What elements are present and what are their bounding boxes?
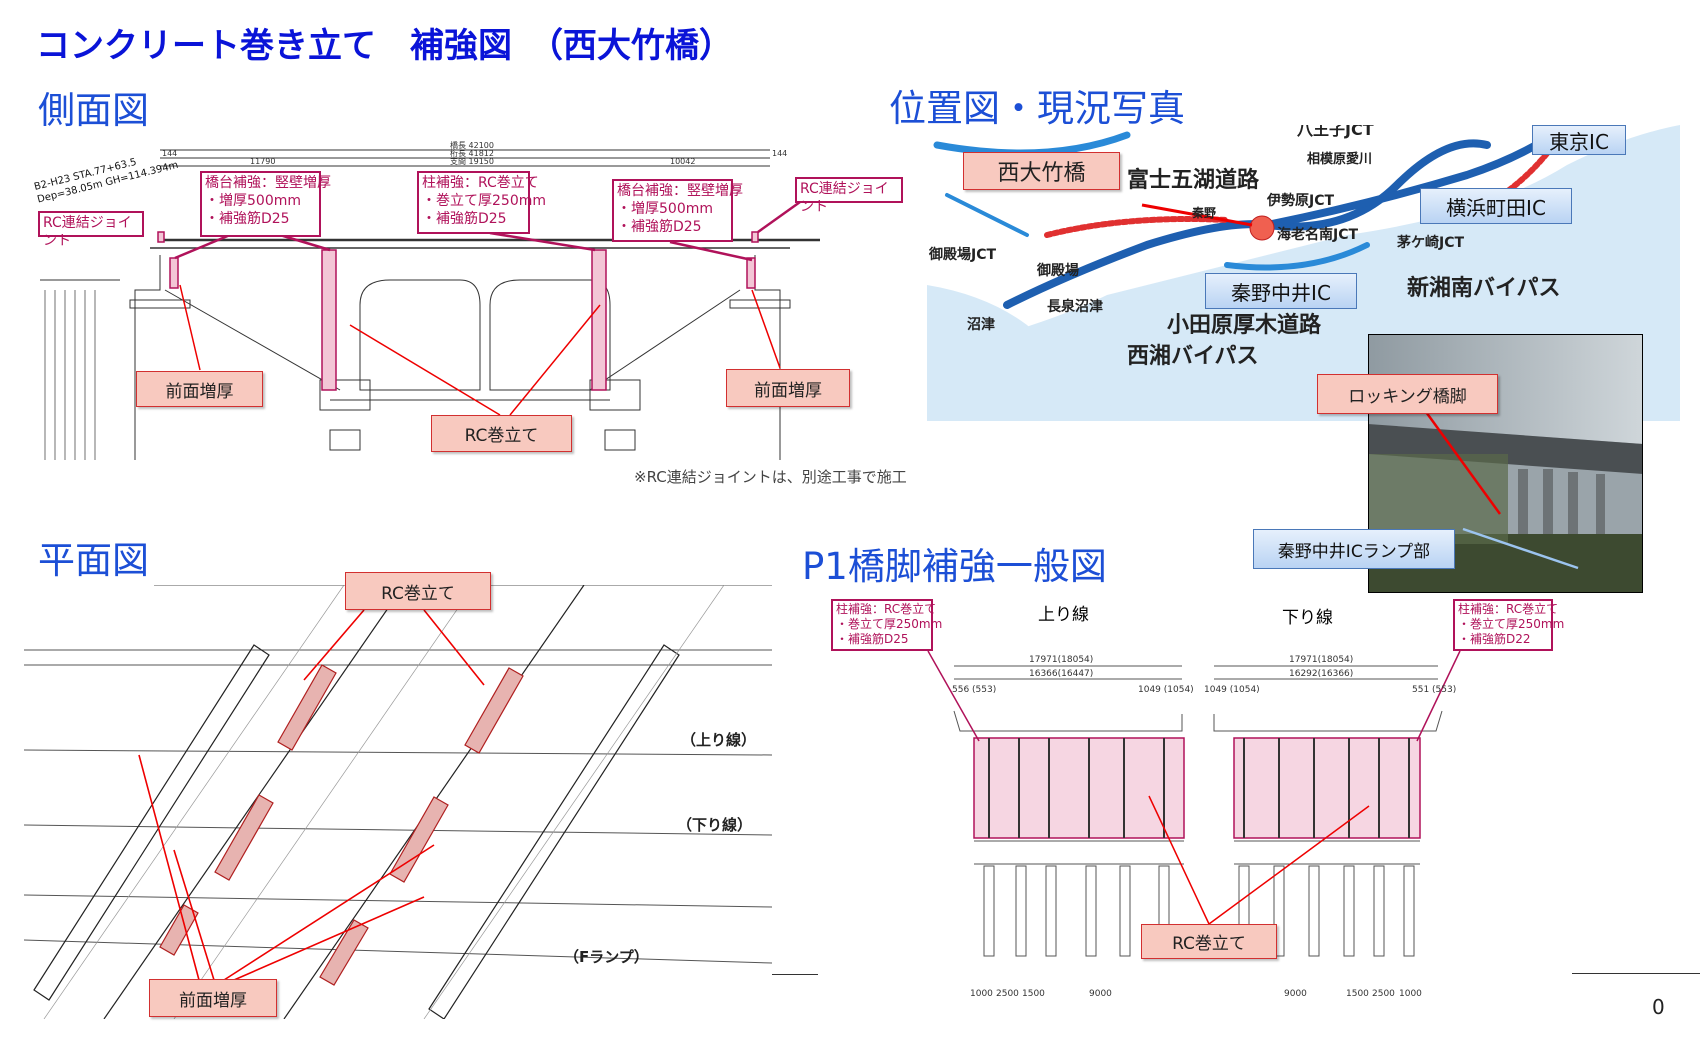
bridge-location-label: 西大竹橋: [963, 152, 1120, 190]
svg-text:富士五湖道路: 富士五湖道路: [1127, 167, 1260, 193]
svg-text:御殿場: 御殿場: [1036, 262, 1079, 279]
yokohama-machida-ic-label: 横浜町田IC: [1420, 188, 1572, 224]
joint-callout-left: RC連結ジョイント: [38, 211, 144, 249]
svg-text:御殿場JCT: 御殿場JCT: [928, 246, 996, 263]
rc-jacketing-label-p1: RC巻立て: [1141, 924, 1277, 959]
svg-text:茅ケ崎JCT: 茅ケ崎JCT: [1397, 234, 1464, 251]
svg-text:9000: 9000: [1089, 989, 1112, 999]
svg-text:秦野: 秦野: [1191, 205, 1216, 220]
svg-text:1000: 1000: [1399, 989, 1422, 999]
abutment-callout-left: 橋台補強：竪壁増厚・増厚500mm・補強筋D25: [200, 171, 331, 237]
p1-callout-down: 柱補強：RC巻立て・巻立て厚250mm・補強筋D22: [1453, 599, 1564, 651]
up-line-label-plan: （上り線）: [681, 731, 757, 749]
svg-text:海老名南JCT: 海老名南JCT: [1277, 226, 1358, 243]
up-line-label-p1: 上り線: [1038, 605, 1089, 625]
front-thickening-label-right: 前面増厚: [726, 369, 850, 407]
svg-text:小田原厚木道路: 小田原厚木道路: [1167, 312, 1322, 338]
slide-title: コンクリート巻き立て 補強図 （西大竹橋）: [36, 26, 733, 66]
svg-text:伊勢原JCT: 伊勢原JCT: [1266, 192, 1334, 209]
dim-span: 支間 19150: [450, 156, 494, 166]
svg-text:八王子JCT: 八王子JCT: [1296, 125, 1374, 139]
svg-text:相模原愛川: 相模原愛川: [1307, 151, 1372, 167]
svg-text:西湘バイパス: 西湘バイパス: [1127, 344, 1259, 369]
dim-girder-length: 桁長 41812: [450, 148, 494, 158]
svg-text:551 (553): 551 (553): [1412, 685, 1456, 695]
svg-text:556 (553): 556 (553): [952, 685, 996, 695]
svg-text:沼津: 沼津: [967, 316, 995, 333]
p1-heading: P1橋脚補強一般図: [802, 545, 1107, 588]
front-thickening-label-left: 前面増厚: [136, 371, 263, 407]
dim-end-right: 144: [772, 149, 787, 158]
down-line-label-plan: （下り線）: [677, 816, 753, 834]
svg-text:1049 (1054): 1049 (1054): [1138, 685, 1194, 695]
svg-text:1000: 1000: [970, 989, 993, 999]
dim-left: 11790: [250, 157, 275, 166]
tokyo-ic-label: 東京IC: [1532, 125, 1626, 155]
p1-callout-up: 柱補強：RC巻立て・巻立て厚250mm・補強筋D25: [831, 599, 942, 651]
rc-jacketing-label-side: RC巻立て: [431, 415, 572, 452]
svg-text:1049 (1054): 1049 (1054): [1204, 685, 1260, 695]
dim-end-left: 144: [162, 149, 177, 158]
svg-text:新湘南バイパス: 新湘南バイパス: [1407, 275, 1561, 301]
svg-text:16366(16447): 16366(16447): [1029, 669, 1093, 679]
svg-text:17971(18054): 17971(18054): [1029, 655, 1093, 665]
location-heading: 位置図・現況写真: [889, 87, 1185, 130]
plan-drawing: [24, 585, 772, 1019]
joint-callout-right: RC連結ジョイント: [795, 177, 903, 215]
hadano-nakai-ic-label: 秦野中井IC: [1205, 273, 1357, 309]
hadano-nakai-ramp-label: 秦野中井ICランプ部: [1253, 529, 1455, 569]
plan-heading: 平面図: [38, 539, 149, 582]
p1-pier-drawing: 17971(18054) 16366(16447) 556 (553) 1049 (…: [927, 650, 1461, 999]
side-view-drawing: 橋長 42100 桁長 41812 支間 19150 11790 10042 1…: [33, 140, 820, 460]
svg-text:1500: 1500: [1022, 989, 1045, 999]
down-line-label-p1: 下り線: [1282, 608, 1333, 628]
page-number: 0: [1652, 995, 1665, 1019]
side-view-heading: 側面図: [38, 89, 149, 132]
svg-text:16292(16366): 16292(16366): [1289, 669, 1353, 679]
divider-line: [772, 974, 818, 975]
column-callout: 柱補強：RC巻立て・巻立て厚250mm・補強筋D25: [417, 171, 546, 234]
rocking-pier-label: ロッキング橋脚: [1317, 374, 1498, 414]
svg-text:2500: 2500: [1372, 989, 1395, 999]
svg-text:2500: 2500: [996, 989, 1019, 999]
dim-bridge-length: 橋長 42100: [450, 140, 494, 150]
front-thickening-label-plan: 前面増厚: [149, 979, 277, 1017]
f-ramp-label: （Fランプ）: [564, 948, 649, 966]
dim-right: 10042: [670, 157, 695, 166]
svg-text:1500: 1500: [1346, 989, 1369, 999]
joint-note: ※RC連結ジョイントは、別途工事で施工: [634, 468, 907, 486]
svg-text:17971(18054): 17971(18054): [1289, 655, 1353, 665]
abutment-callout-right: 橋台補強：竪壁増厚・増厚500mm・補強筋D25: [612, 179, 743, 242]
rc-jacketing-label-plan: RC巻立て: [345, 572, 491, 610]
footer-line: [1572, 973, 1700, 974]
svg-text:9000: 9000: [1284, 989, 1307, 999]
svg-text:長泉沼津: 長泉沼津: [1047, 298, 1103, 315]
